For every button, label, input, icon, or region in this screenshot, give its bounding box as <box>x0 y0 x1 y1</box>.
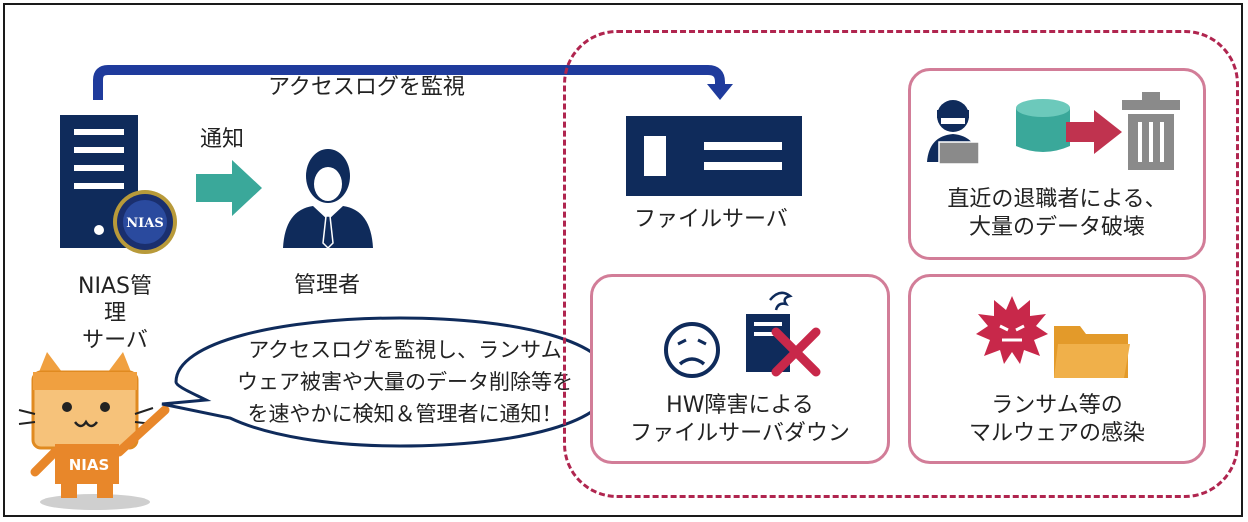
delete-arrow-icon <box>1066 110 1122 154</box>
mascot-cat-icon <box>18 352 170 510</box>
notify-label: 通知 <box>200 127 245 152</box>
notify-arrow <box>196 160 262 216</box>
monitor-arrow-label: アクセスログを監視 <box>268 75 465 100</box>
database-cylinder-icon <box>1016 99 1070 152</box>
file-server-icon <box>626 116 802 196</box>
nias-server-label-line-3: サーバ <box>82 328 148 353</box>
trash-can-icon <box>1122 92 1180 170</box>
speech-bubble-line-2: ウェア被害や大量のデータ削除等を <box>237 370 573 394</box>
mascot-badge-text: NIAS <box>68 456 110 474</box>
sad-face-icon <box>664 322 720 378</box>
folder-icon <box>1054 326 1130 378</box>
threat-malware-line-2: マルウェアの感染 <box>968 421 1145 446</box>
threat-ex-employee-line-2: 大量のデータ破壊 <box>968 215 1145 240</box>
nias-badge-text: NIAS <box>126 216 164 231</box>
admin-person-icon <box>283 149 373 250</box>
nias-server-label-line-2: 理 <box>103 301 126 326</box>
outer-frame <box>3 3 1243 517</box>
threat-malware-line-1: ランサム等の <box>991 393 1123 418</box>
nias-server-label-line-1: NIAS管 <box>78 274 152 299</box>
speech-bubble-line-1: アクセスログを監視し、ランサム <box>248 338 562 362</box>
threat-hw-failure-line-2: ファイルサーバダウン <box>630 421 850 446</box>
threat-box-hw-failure <box>590 274 890 464</box>
threat-ex-employee-line-1: 直近の退職者による、 <box>947 187 1167 212</box>
admin-label: 管理者 <box>294 273 361 298</box>
virus-icon <box>976 296 1048 364</box>
hacker-person-icon <box>927 100 980 165</box>
speech-bubble-text: アクセスログを監視し、ランサム ウェア被害や大量のデータ削除等を を速やかに検知… <box>195 334 615 430</box>
broken-server-icon <box>746 291 821 377</box>
threat-zone <box>563 30 1239 498</box>
speech-bubble-line-3: を速やかに検知＆管理者に通知！ <box>247 402 563 426</box>
nias-server-icon <box>60 115 177 254</box>
file-server-label: ファイルサーバ <box>634 207 788 232</box>
threat-hw-failure-line-1: HW障害による <box>666 393 814 418</box>
